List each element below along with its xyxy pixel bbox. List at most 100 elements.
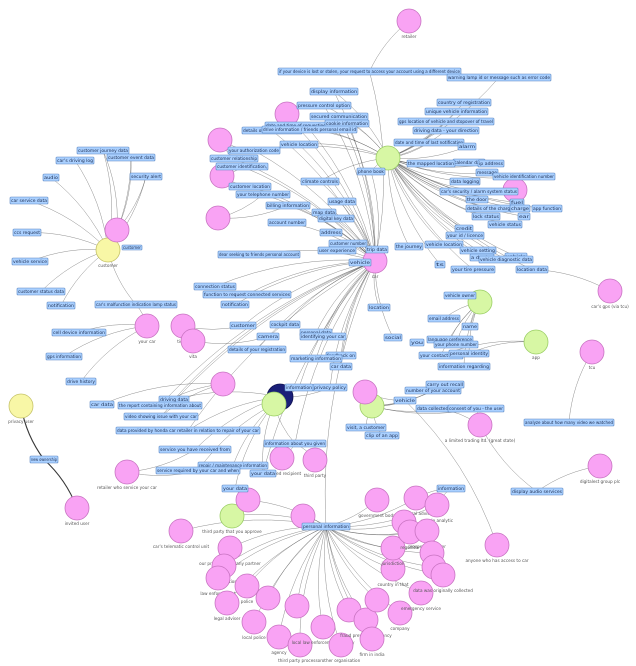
data-box-b95[interactable]: location: [367, 303, 391, 312]
graph-node-other-org[interactable]: other organisation: [322, 632, 361, 663]
data-box-b29[interactable]: car's security / alarm system status: [439, 187, 519, 196]
box-rect[interactable]: [249, 469, 277, 478]
data-box-b22[interactable]: customer identification,: [215, 162, 269, 171]
data-box-b66[interactable]: car service data: [9, 196, 49, 205]
box-rect[interactable]: [492, 172, 556, 181]
box-rect[interactable]: [397, 117, 495, 126]
node-circle[interactable]: [219, 503, 245, 529]
data-box-b112[interactable]: data provided by honda car retailer in r…: [115, 426, 261, 435]
graph-node-emergency[interactable]: emergency service: [401, 580, 441, 611]
data-box-b78[interactable]: customer: [229, 321, 257, 330]
node-circle[interactable]: [484, 532, 510, 558]
node-circle[interactable]: [328, 632, 354, 658]
node-circle[interactable]: [523, 329, 549, 355]
graph-node-anyone[interactable]: anyone who has access to car: [465, 532, 529, 563]
box-rect[interactable]: [51, 328, 107, 337]
graph-node-data-orig[interactable]: data was originally collected: [413, 562, 473, 593]
data-box-b1[interactable]: if your device is lost or stolen, your r…: [277, 67, 462, 76]
graph-node-third-party[interactable]: third party: [302, 447, 328, 478]
box-rect[interactable]: [228, 182, 272, 191]
node-circle[interactable]: [287, 632, 313, 658]
box-rect[interactable]: [265, 201, 311, 210]
box-rect[interactable]: [443, 291, 477, 300]
box-rect[interactable]: [55, 156, 95, 165]
box-rect[interactable]: [461, 322, 479, 331]
node-circle[interactable]: [8, 393, 34, 419]
data-box-b18[interactable]: customer relationship: [209, 154, 259, 163]
data-box-b75[interactable]: cell device information: [51, 328, 107, 337]
graph-node-retailer-service[interactable]: retailer who service your car: [97, 459, 157, 490]
data-box-b72[interactable]: notification: [220, 300, 250, 309]
node-circle[interactable]: [180, 328, 206, 354]
graph-node-local-police[interactable]: local police: [241, 609, 267, 640]
graph-node-local-law[interactable]: local law enforcement agency: [292, 614, 355, 645]
box-rect[interactable]: [309, 87, 359, 96]
box-rect[interactable]: [45, 352, 83, 361]
box-rect[interactable]: [367, 303, 391, 312]
box-rect[interactable]: [406, 159, 456, 168]
node-circle[interactable]: [207, 127, 233, 153]
graph-node-p-pink4[interactable]: [205, 205, 231, 231]
box-rect[interactable]: [515, 265, 549, 274]
node-circle[interactable]: [205, 565, 231, 591]
data-box-b7[interactable]: secured communication: [309, 112, 369, 121]
graph-node-app[interactable]: app: [523, 329, 549, 360]
data-box-b48[interactable]: vehicle location: [424, 240, 464, 249]
node-circle[interactable]: [302, 447, 328, 473]
data-box-b76[interactable]: gps information: [45, 352, 83, 361]
node-circle[interactable]: [396, 8, 422, 34]
box-rect[interactable]: [299, 332, 347, 341]
node-circle[interactable]: [359, 626, 385, 652]
data-box-b81[interactable]: identifying your car: [299, 332, 347, 341]
node-circle[interactable]: [375, 145, 401, 171]
node-circle[interactable]: [255, 585, 281, 611]
data-box-b43[interactable]: credit: [454, 224, 474, 233]
data-box-b118[interactable]: your data: [221, 484, 249, 493]
node-circle[interactable]: [284, 593, 310, 619]
graph-node-p-pink2[interactable]: [207, 127, 233, 153]
graph-node-tpa[interactable]: third party that you approve: [202, 503, 262, 534]
data-box-b110[interactable]: the report containing information about: [117, 401, 203, 410]
data-box-b49[interactable]: the journey: [394, 242, 424, 251]
graph-node-your-car[interactable]: your car: [134, 313, 160, 344]
graph-node-customer2[interactable]: [104, 217, 130, 243]
box-rect[interactable]: [263, 439, 327, 448]
data-box-b88[interactable]: personal identity: [448, 349, 490, 358]
data-box-b93[interactable]: your phone number: [433, 340, 479, 349]
box-rect[interactable]: [436, 484, 466, 493]
node-circle[interactable]: [352, 379, 378, 405]
graph-node-digitalent[interactable]: digitalest group plc: [580, 453, 621, 484]
data-box-b33[interactable]: usage data: [327, 197, 357, 206]
box-rect[interactable]: [217, 250, 301, 259]
box-rect[interactable]: [424, 240, 464, 249]
data-box-b68[interactable]: vehicle service: [11, 257, 49, 266]
data-box-b4[interactable]: country of registration: [436, 98, 492, 107]
node-circle[interactable]: [467, 412, 493, 438]
box-rect[interactable]: [319, 228, 343, 237]
data-box-b101[interactable]: analyze about how many video we watched: [523, 418, 615, 427]
graph-node-legal-adv[interactable]: legal adviser: [214, 590, 241, 621]
data-box-b28[interactable]: customer location: [228, 182, 272, 191]
graph-node-company[interactable]: company: [387, 600, 413, 631]
box-rect[interactable]: [425, 380, 465, 389]
node-circle[interactable]: [310, 614, 336, 640]
box-rect[interactable]: [439, 187, 519, 196]
box-rect[interactable]: [76, 146, 130, 155]
graph-node-limited-brand[interactable]: a limited trading ltd. (great state): [445, 412, 516, 443]
node-circle[interactable]: [266, 624, 292, 650]
node-circle[interactable]: [364, 587, 390, 613]
box-rect[interactable]: [427, 314, 461, 323]
data-box-b34[interactable]: billing information: [265, 201, 311, 210]
graph-node-invited-user[interactable]: invited user: [65, 495, 90, 526]
box-rect[interactable]: [269, 320, 301, 329]
box-rect[interactable]: [221, 484, 249, 493]
box-rect[interactable]: [383, 333, 403, 342]
node-circle[interactable]: [430, 562, 456, 588]
box-rect[interactable]: [517, 212, 531, 221]
node-circle[interactable]: [403, 485, 429, 511]
data-box-b63[interactable]: customer event data: [106, 153, 156, 162]
node-circle[interactable]: [241, 609, 267, 635]
box-rect[interactable]: [465, 195, 489, 204]
box-rect[interactable]: [267, 218, 307, 227]
data-box-b58[interactable]: ts: [434, 260, 446, 269]
